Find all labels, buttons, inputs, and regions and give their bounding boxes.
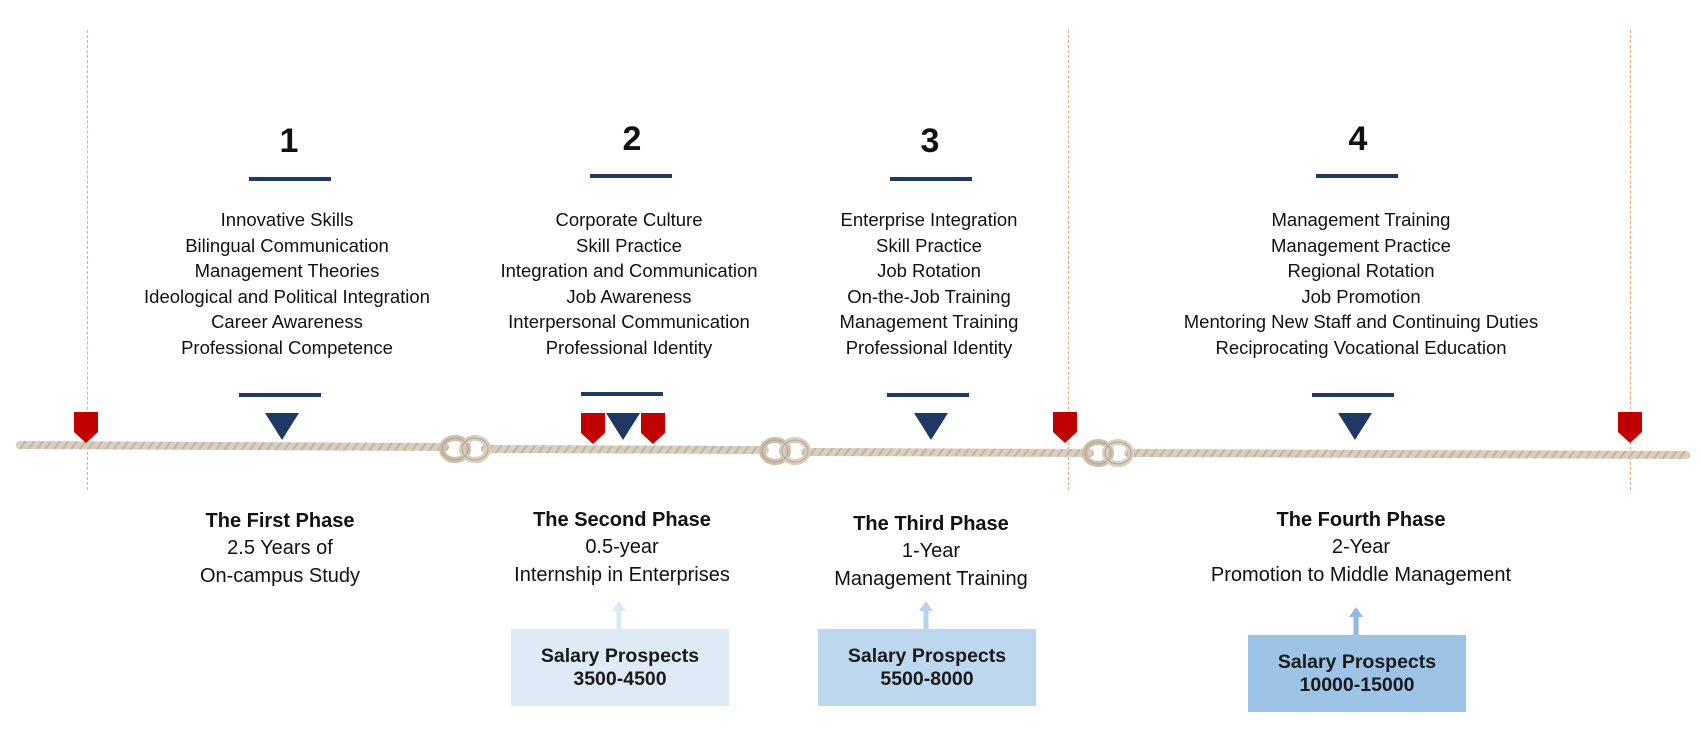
list-item: Reciprocating Vocational Education [1215,336,1507,358]
list-item: Integration and Communication [500,260,758,281]
triangle-down-icon [265,413,299,440]
red-marker-icon [1618,412,1642,443]
phase-1-items: Innovative Skills Bilingual Communicatio… [107,207,467,360]
phase-subtitle: 2-Year [1331,536,1391,558]
red-marker-icon [1053,412,1077,443]
rope-knot-icon [439,435,491,463]
list-item: Job Promotion [1301,285,1421,307]
arrow-up-icon [612,601,626,631]
salary-box: Salary Prospects 10000-15000 [1248,635,1466,712]
number-underline [590,174,672,178]
red-marker-icon [641,413,665,444]
salary-range: 10000-15000 [1299,673,1415,696]
list-item: Job Awareness [566,285,692,307]
phase-title: The Second Phase [533,509,711,531]
phase-number: 4 [1348,120,1368,158]
list-item: Management Training [839,311,1019,332]
red-marker-icon [74,412,98,443]
list-item: Ideological and Political Integration [144,285,430,307]
phase-number: 1 [279,122,299,160]
list-item: Professional Identity [845,336,1013,358]
salary-label: Salary Prospects [847,644,1007,667]
number-underline [890,177,972,181]
list-item: Mentoring New Staff and Continuing Dutie… [1183,311,1539,332]
number-underline [1316,174,1398,178]
triangle-down-icon [606,413,640,440]
rope-segment [481,445,769,454]
phase-subtitle: Management Training [834,568,1028,590]
salary-box: Salary Prospects 5500-8000 [818,629,1036,706]
list-item: Management Training [1271,209,1451,230]
rope-segment [16,441,449,451]
salary-label: Salary Prospects [540,644,700,667]
list-item: Skill Practice [576,234,682,256]
salary-range: 5500-8000 [880,667,974,690]
rope-knot-icon [759,437,811,465]
salary-range: 3500-4500 [573,667,667,690]
phase-3-label: The Third Phase 1-Year Management Traini… [751,511,1111,593]
phase-subtitle: 0.5-year [585,536,659,558]
rope-knot-icon [1082,439,1134,467]
phase-2-items: Corporate Culture Skill Practice Integra… [449,207,809,360]
list-item: Management Practice [1271,234,1451,256]
guide-line [1068,30,1069,490]
guide-line [87,30,88,490]
salary-label: Salary Prospects [1277,650,1437,673]
number-underline [249,177,331,181]
rope-segment [1124,449,1690,459]
marker-bar [1312,393,1394,397]
list-item: Regional Rotation [1287,260,1435,281]
list-item: Skill Practice [876,234,982,256]
phase-number: 2 [622,120,642,158]
list-item: Interpersonal Communication [508,311,750,332]
phase-1-label: The First Phase 2.5 Years of On-campus S… [100,508,460,590]
phase-2-label: The Second Phase 0.5-year Internship in … [442,507,802,589]
marker-bar [887,393,969,397]
phase-subtitle: On-campus Study [199,565,361,587]
list-item: Management Theories [194,260,380,281]
guide-line [1630,30,1631,490]
arrow-up-icon [1349,607,1363,637]
triangle-down-icon [914,413,948,440]
marker-bar [239,393,321,397]
marker-bar [581,392,663,396]
phase-4-label: The Fourth Phase 2-Year Promotion to Mid… [1141,507,1581,589]
red-marker-icon [581,413,605,444]
phase-title: The First Phase [205,510,355,532]
phase-title: The Fourth Phase [1276,509,1446,531]
arrow-up-icon [919,601,933,631]
salary-box: Salary Prospects 3500-4500 [511,629,729,706]
list-item: Career Awareness [211,311,363,332]
rope-segment [801,448,1094,457]
list-item: Job Rotation [877,260,981,281]
phase-subtitle: Promotion to Middle Management [1210,564,1512,586]
list-item: Bilingual Communication [185,234,389,256]
list-item: Professional Competence [181,336,393,358]
phase-4-items: Management Training Management Practice … [1131,207,1591,360]
list-item: On-the-Job Training [847,285,1011,307]
phase-number: 3 [920,122,940,160]
list-item: Professional Identity [545,336,713,358]
phase-subtitle: 2.5 Years of [227,537,333,559]
list-item: Innovative Skills [220,209,354,230]
phase-subtitle: Internship in Enterprises [514,564,730,586]
triangle-down-icon [1338,413,1372,440]
list-item: Corporate Culture [555,209,703,230]
phase-3-items: Enterprise Integration Skill Practice Jo… [749,207,1109,360]
phase-title: The Third Phase [853,513,1009,535]
phase-subtitle: 1-Year [901,540,961,562]
list-item: Enterprise Integration [840,209,1018,230]
